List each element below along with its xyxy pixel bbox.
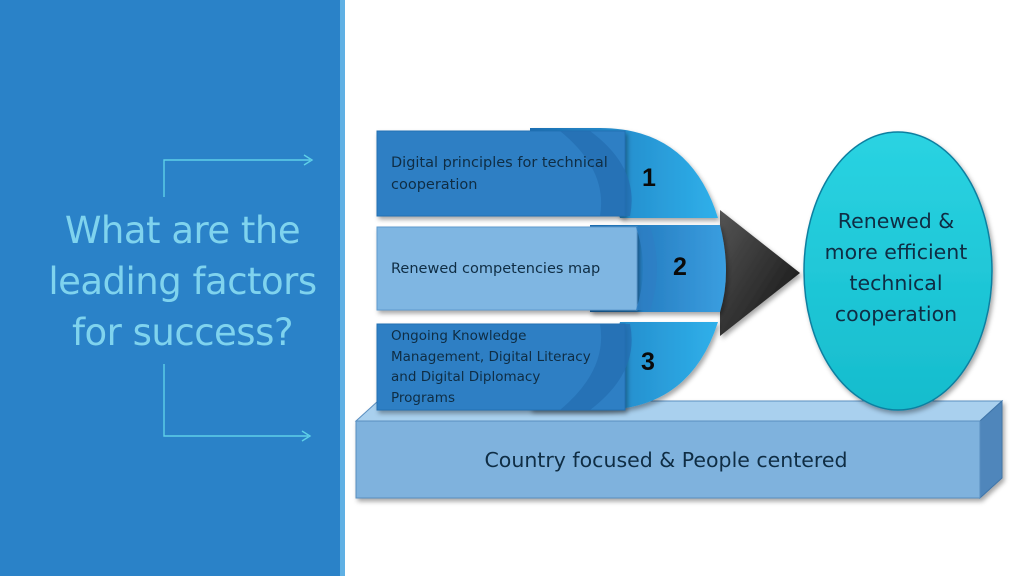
factor-2-label: Renewed competencies map (391, 261, 601, 277)
arrow-right-icon (720, 210, 800, 336)
factor-1-label: Digital principles for technical coopera… (391, 155, 608, 193)
foundation-box (354, 399, 1004, 500)
bracket-arrow-icon (163, 154, 314, 442)
factor-3-label: Ongoing Knowledge Management, Digital Li… (391, 328, 591, 406)
factor-2-number: 2 (673, 253, 687, 281)
factor-1-number: 1 (642, 164, 656, 192)
left-panel (0, 0, 340, 576)
outcome-circle (803, 131, 993, 411)
left-panel-edge (340, 0, 345, 576)
foundation-label: Country focused & People centered (484, 448, 848, 472)
outcome-label: Renewed & more efficient technical coope… (824, 209, 968, 326)
factor-2-box (376, 226, 638, 311)
slide-question: What are the leading factors for success… (48, 209, 317, 354)
factor-3-number: 3 (641, 348, 655, 376)
